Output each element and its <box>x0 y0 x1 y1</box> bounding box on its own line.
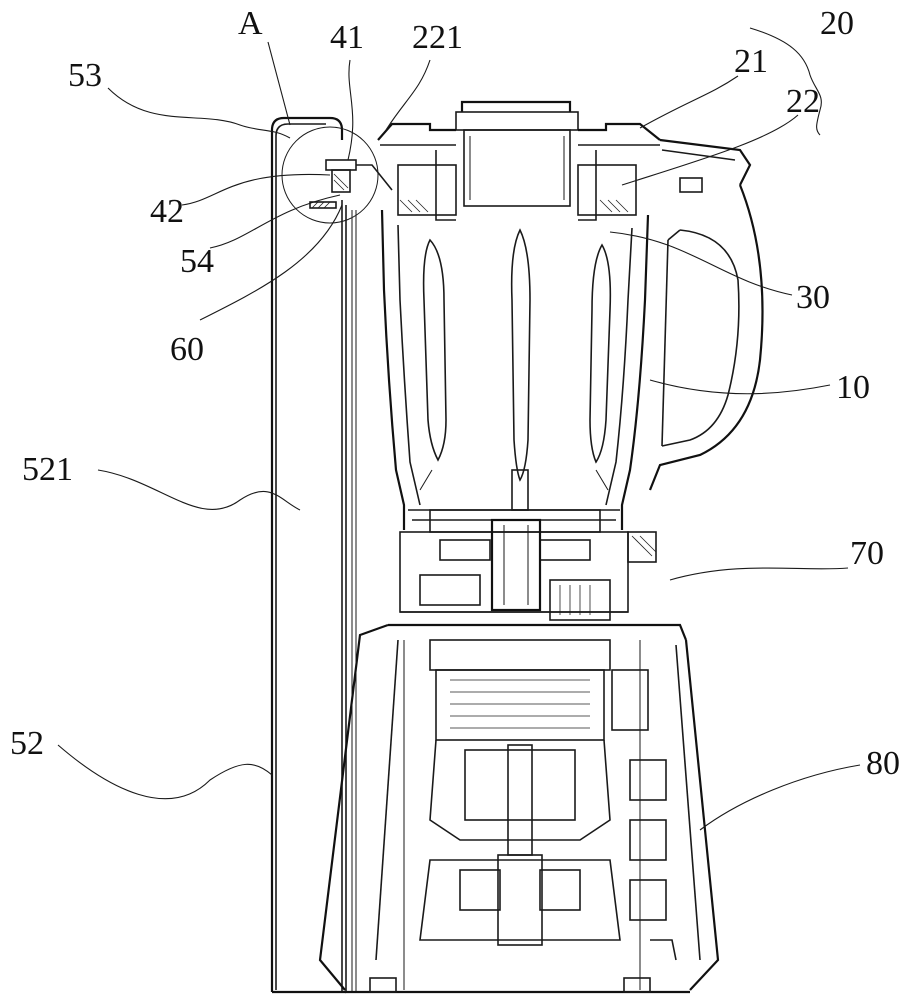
jug-body <box>382 185 763 532</box>
label-10: 10 <box>836 369 870 406</box>
leader-lines <box>58 28 860 830</box>
label-70: 70 <box>850 535 884 572</box>
inner-ribs <box>420 230 610 510</box>
side-panel <box>272 118 356 992</box>
label-521: 521 <box>22 451 73 488</box>
base-housing <box>320 625 718 992</box>
label-30: 30 <box>796 279 830 316</box>
label-221: 221 <box>412 19 463 56</box>
label-54: 54 <box>180 243 214 280</box>
label-22: 22 <box>786 83 820 120</box>
label-20: 20 <box>820 5 854 42</box>
lid-assembly <box>378 102 750 220</box>
label-53: 53 <box>68 57 102 94</box>
label-60: 60 <box>170 331 204 368</box>
coupling-mechanism <box>400 520 656 620</box>
label-21: 21 <box>734 43 768 80</box>
label-42: 42 <box>150 193 184 230</box>
label-A: A <box>238 5 263 42</box>
label-41: 41 <box>330 19 364 56</box>
label-52: 52 <box>10 725 44 762</box>
label-80: 80 <box>866 745 900 782</box>
